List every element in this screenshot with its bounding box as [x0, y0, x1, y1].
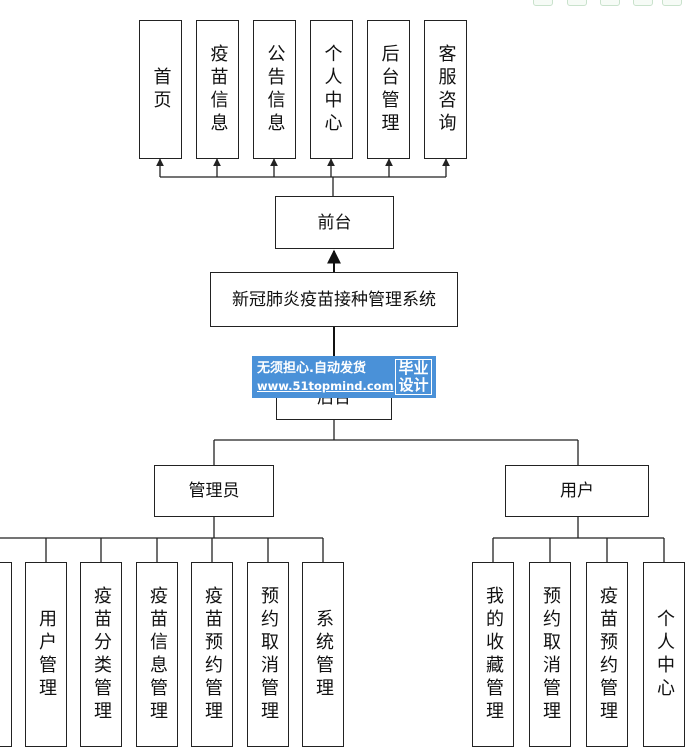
- role-user-node: 用户: [505, 465, 649, 517]
- front-module-personal-center: 个人中心: [310, 20, 353, 159]
- user-module-vaccine-booking: 疫苗预约管理: [586, 562, 628, 747]
- user-module-favorites: 我的收藏管理: [472, 562, 514, 747]
- user-icon[interactable]: [662, 0, 682, 6]
- admin-module-vaccine-category: 疫苗分类管理: [80, 562, 122, 747]
- front-module-admin: 后台管理: [367, 20, 410, 159]
- watermark-line1: 无须担心.自动发货: [257, 360, 366, 376]
- frontend-node: 前台: [275, 196, 394, 249]
- role-admin-node: 管理员: [154, 465, 274, 517]
- system-title-node: 新冠肺炎疫苗接种管理系统: [210, 272, 458, 327]
- page-icon[interactable]: [567, 0, 587, 6]
- watermark-url: www.51topmind.com: [257, 378, 394, 393]
- admin-module-user-management: 用户管理: [25, 562, 67, 747]
- user-module-personal-center: 个人中心: [643, 562, 685, 747]
- watermark-banner: 无须担心.自动发货 www.51topmind.com 毕业 设计: [252, 356, 436, 398]
- user-module-cancel-booking: 预约取消管理: [529, 562, 571, 747]
- zoom-icon[interactable]: [533, 0, 553, 6]
- watermark-badge-line2: 设计: [398, 376, 429, 394]
- watermark-badge-line1: 毕业: [398, 359, 429, 377]
- admin-module-cancel-booking: 预约取消管理: [247, 562, 289, 747]
- admin-module-vaccine-info: 疫苗信息管理: [136, 562, 178, 747]
- admin-module-cutoff: [0, 562, 12, 747]
- admin-module-vaccine-booking: 疫苗预约管理: [191, 562, 233, 747]
- watermark-badge: 毕业 设计: [395, 359, 432, 395]
- front-module-home: 首页: [139, 20, 182, 159]
- front-module-vaccine-info: 疫苗信息: [196, 20, 239, 159]
- front-module-notice: 公告信息: [253, 20, 296, 159]
- home-icon[interactable]: [633, 0, 653, 6]
- fit-icon[interactable]: [600, 0, 620, 6]
- front-module-service: 客服咨询: [424, 20, 467, 159]
- admin-module-system: 系统管理: [302, 562, 344, 747]
